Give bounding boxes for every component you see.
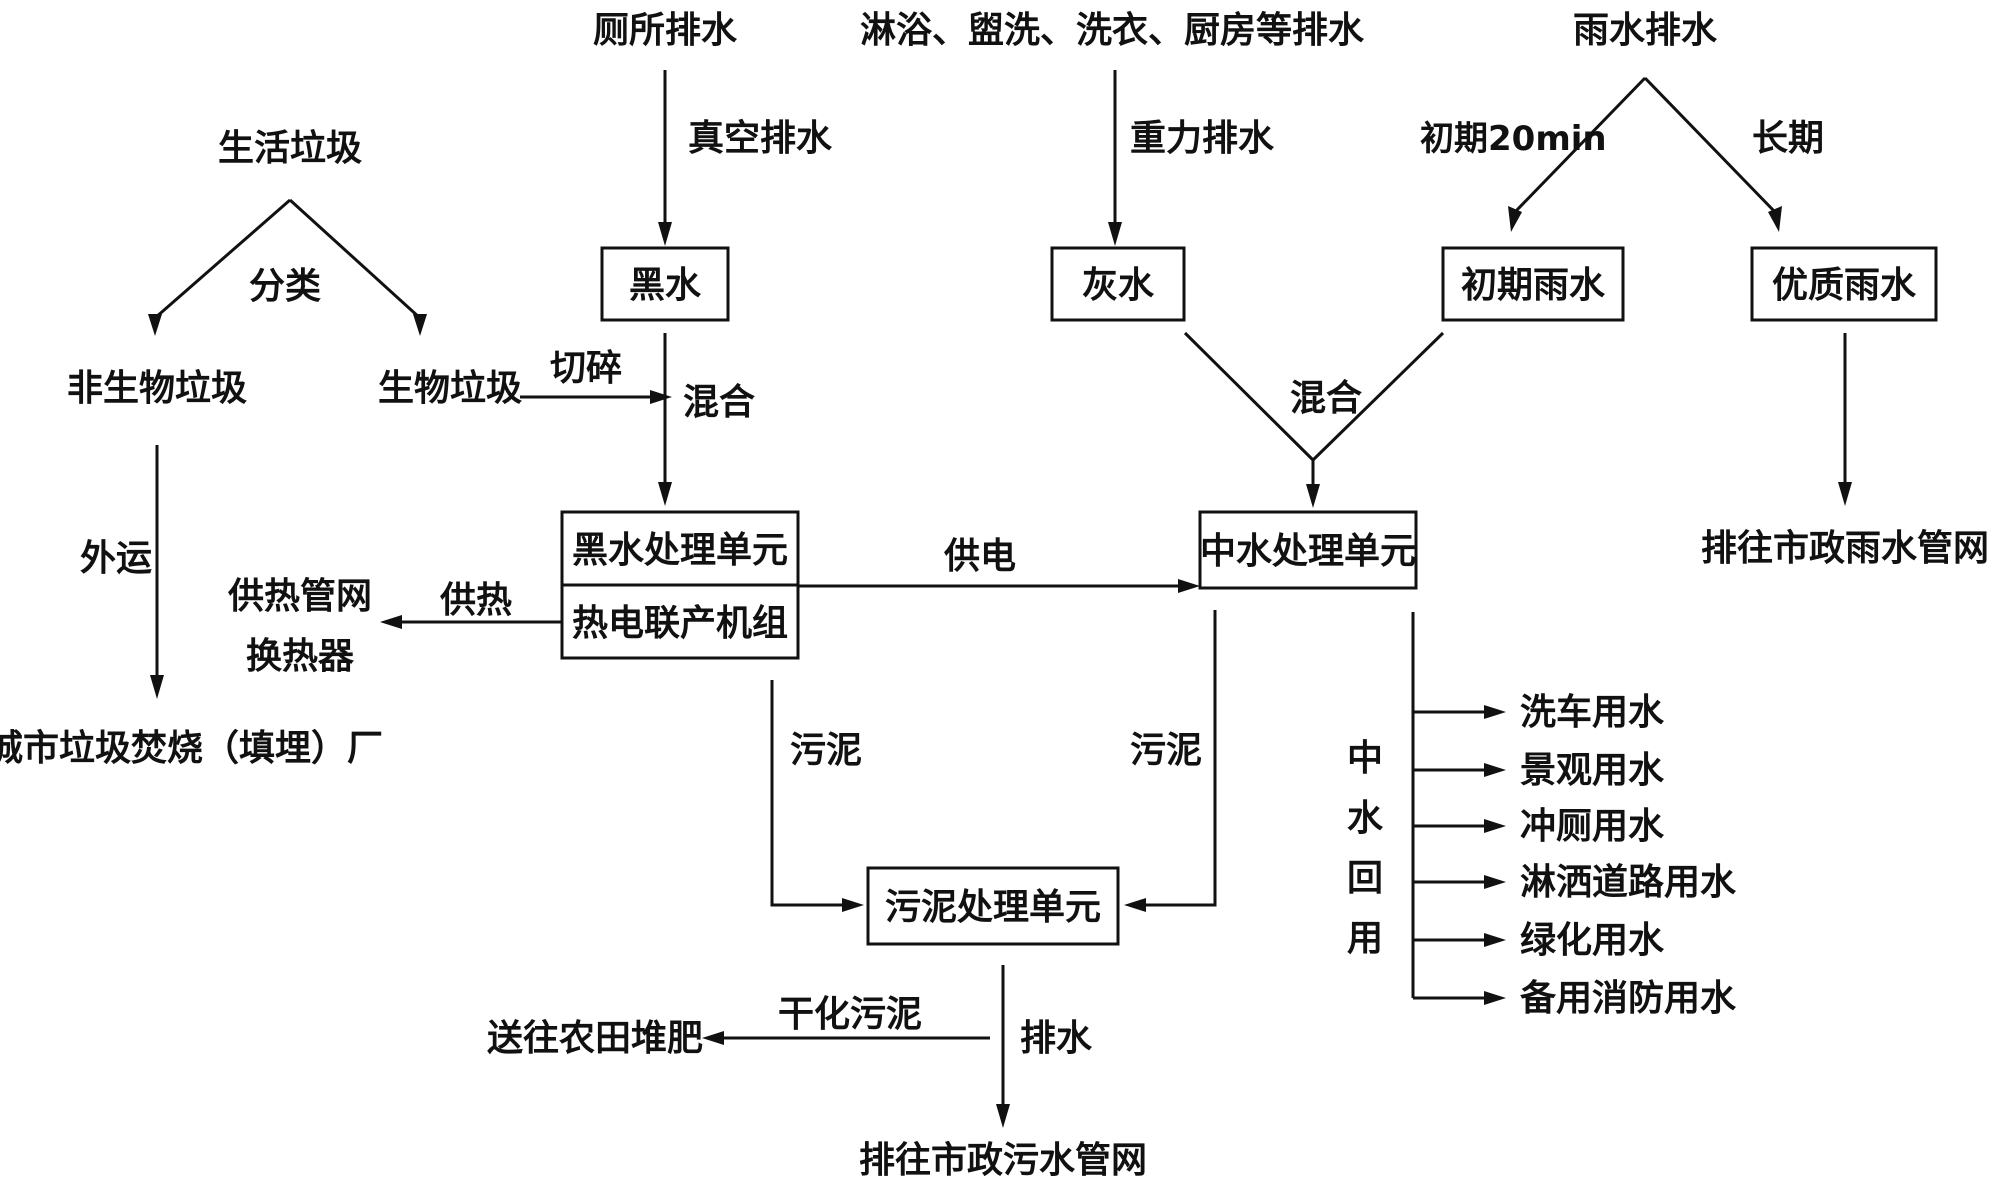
power-supply-label: 供电	[944, 536, 1016, 577]
dried-sludge-label: 干化污泥	[778, 994, 922, 1035]
mix-left-label: 混合	[683, 382, 755, 423]
arrow-reuse-1	[1484, 705, 1506, 719]
reclaimed-unit-label: 中水处理单元	[1200, 531, 1416, 572]
source-labels: 厕所排水 淋浴、盥洗、洗衣、厨房等排水 雨水排水 生活垃圾	[218, 10, 1718, 169]
quality-rainwater-box	[1750, 246, 1938, 322]
long-term-label: 长期	[1752, 118, 1824, 159]
arrow-reuse-2	[1484, 763, 1506, 777]
sludge-left-line	[770, 680, 848, 907]
arrow-to-bio	[413, 314, 427, 336]
arrow-reuse-6	[1484, 991, 1506, 1005]
reuse-title-char-3: 回	[1347, 858, 1383, 899]
reuse-item-toilet-flush: 冲厕用水	[1520, 806, 1665, 847]
quality-rainwater-label: 优质雨水	[1772, 265, 1917, 306]
edge-labels: 真空排水 重力排水 初期20min 长期 分类 切碎 混合 混合 外运 供热 供…	[80, 118, 1824, 1059]
initial-rainwater-label: 初期雨水	[1461, 265, 1606, 306]
sludge-left-label: 污泥	[790, 730, 862, 771]
classify-label: 分类	[249, 266, 321, 307]
gravity-label: 重力排水	[1130, 118, 1275, 159]
reuse-group: 中 水 回 用 洗车用水 景观用水 冲厕用水 淋洒道路用水 绿化用水 备用消防用…	[1347, 692, 1737, 1019]
domestic-waste-label: 生活垃圾	[218, 128, 362, 169]
reuse-title-char-4: 用	[1347, 918, 1383, 959]
reuse-item-road-spray: 淋洒道路用水	[1520, 862, 1737, 903]
arrow-shred-to-mix	[650, 390, 672, 404]
greywater-box	[1050, 246, 1186, 322]
shred-label: 切碎	[550, 348, 622, 389]
rain-split-right-line	[1643, 76, 1777, 214]
sludge-unit-box	[866, 866, 1120, 946]
rain-drain-label: 雨水排水	[1573, 10, 1718, 51]
waste-split-right-line	[288, 198, 422, 320]
farmland-label: 送往农田堆肥	[487, 1018, 703, 1059]
mix-right-label: 混合	[1290, 378, 1362, 419]
sewage-sewer-label: 排往市政污水管网	[859, 1140, 1147, 1181]
discharge-label: 排水	[1020, 1018, 1093, 1059]
arrow-to-storm-sewer	[1838, 482, 1852, 506]
arrow-sludge-left	[842, 898, 864, 912]
sludge-unit-label: 污泥处理单元	[885, 887, 1101, 928]
boxes: 黑水 灰水 初期雨水 优质雨水 黑水处理单元 热电联产机组 中水处理单元 污泥处…	[560, 246, 1938, 946]
arrow-reuse-4	[1484, 875, 1506, 889]
arrow-to-heat-network	[380, 615, 402, 629]
arrow-to-greywater	[1108, 222, 1122, 246]
blackwater-box	[600, 246, 730, 322]
node-labels: 非生物垃圾 生物垃圾 城市垃圾焚烧（填埋）厂 供热管网 换热器 排往市政雨水管网…	[0, 368, 1989, 1181]
arrow-sludge-right	[1124, 898, 1146, 912]
initial-merge-line	[1311, 331, 1445, 462]
reclaimed-unit-box	[1198, 510, 1418, 590]
initial-rainwater-box	[1441, 246, 1625, 322]
black-unit-label: 黑水处理单元	[572, 530, 788, 571]
reuse-title-char-1: 中	[1347, 738, 1383, 779]
greywater-label: 灰水	[1082, 265, 1155, 306]
chp-unit-label: 热电联产机组	[572, 603, 788, 644]
reuse-item-fire-reserve: 备用消防用水	[1520, 978, 1737, 1019]
waste-split-left-line	[154, 198, 291, 320]
reuse-item-greening: 绿化用水	[1520, 920, 1665, 961]
toilet-drain-label: 厕所排水	[593, 10, 738, 51]
sludge-right-line	[1140, 610, 1217, 907]
blackwater-label: 黑水	[629, 265, 702, 306]
nonbio-waste-label: 非生物垃圾	[67, 368, 247, 409]
reuse-item-landscape: 景观用水	[1520, 750, 1665, 791]
reuse-item-car-wash: 洗车用水	[1520, 692, 1665, 733]
arrow-to-incineration	[150, 675, 164, 699]
arrow-to-sewage-sewer	[996, 1104, 1010, 1128]
heat-supply-label: 供热	[440, 580, 512, 621]
arrow-to-initial-rain	[1508, 206, 1522, 232]
heat-exchanger-label: 换热器	[246, 636, 355, 677]
arrow-to-farmland	[702, 1031, 724, 1045]
heat-network-label: 供热管网	[228, 576, 372, 617]
arrow-to-nonbio	[148, 314, 162, 336]
vacuum-label: 真空排水	[688, 118, 833, 159]
other-drain-label: 淋浴、盥洗、洗衣、厨房等排水	[860, 10, 1365, 51]
connectors	[154, 70, 1847, 1115]
transport-label: 外运	[80, 538, 152, 579]
storm-sewer-label: 排往市政雨水管网	[1701, 528, 1989, 569]
arrow-to-reclaimed-unit	[1306, 484, 1320, 508]
arrow-to-quality-rain	[1768, 206, 1782, 232]
reuse-title-char-2: 水	[1347, 798, 1384, 839]
arrow-to-reclaimed-power	[1178, 579, 1200, 593]
arrow-reuse-5	[1484, 933, 1506, 947]
arrow-to-black-unit	[658, 482, 672, 506]
arrowheads	[148, 206, 1852, 1128]
grey-merge-line	[1183, 331, 1315, 462]
arrow-to-blackwater	[658, 222, 672, 246]
initial-rain-label: 初期20min	[1420, 119, 1607, 159]
bio-waste-label: 生物垃圾	[378, 368, 522, 409]
arrow-reuse-3	[1484, 819, 1506, 833]
incineration-label: 城市垃圾焚烧（填埋）厂	[0, 728, 383, 769]
sludge-right-label: 污泥	[1130, 730, 1202, 771]
rain-split-left-line	[1513, 76, 1647, 214]
